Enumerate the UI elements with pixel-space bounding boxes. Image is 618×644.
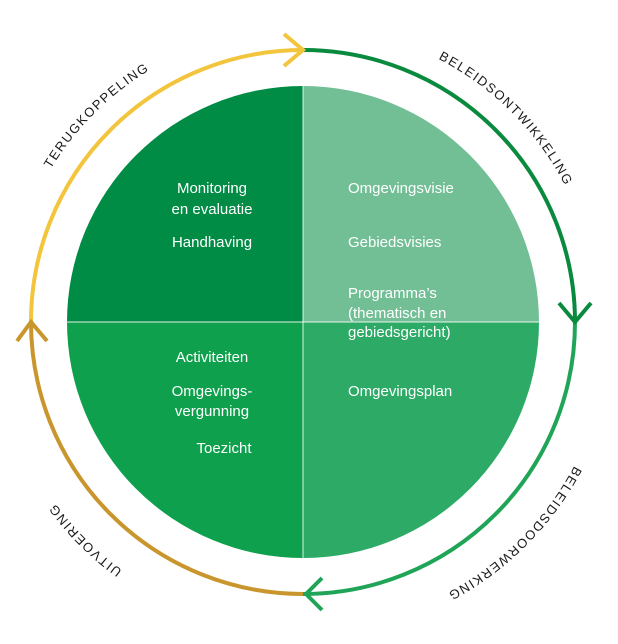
text-activiteiten: Activiteiten xyxy=(176,349,249,366)
text-vergunning: vergunning xyxy=(175,403,249,420)
arrowhead-left-icon xyxy=(15,318,49,343)
text-gebiedsgericht: gebiedsgericht) xyxy=(348,324,451,341)
arc-uitvoering xyxy=(29,321,304,596)
label-terugkoppeling: TERUGKOPPELING xyxy=(41,60,151,171)
text-thematisch-en: (thematisch en xyxy=(348,305,446,322)
arc-beleidsontwikkeling xyxy=(302,48,577,323)
text-toezicht: Toezicht xyxy=(196,440,252,457)
text-handhaving: Handhaving xyxy=(172,234,252,251)
text-programmas: Programma’s xyxy=(348,285,437,302)
arc-beleidsdoorwerking xyxy=(302,321,577,596)
text-en-evaluatie: en evaluatie xyxy=(172,201,253,218)
text-omgevingsplan: Omgevingsplan xyxy=(348,383,452,400)
arrowhead-right-icon xyxy=(557,301,593,326)
quadrant-bottom-right xyxy=(303,322,539,558)
arc-terugkoppeling xyxy=(29,48,304,323)
label-uitvoering: UITVOERING xyxy=(45,501,123,580)
text-omgevings: Omgevings- xyxy=(172,383,253,400)
text-omgevingsvisie: Omgevingsvisie xyxy=(348,180,454,197)
arrowhead-bottom-icon xyxy=(303,576,324,612)
svg-text:TERUGKOPPELING: TERUGKOPPELING xyxy=(41,60,152,171)
text-gebiedsvisies: Gebiedsvisies xyxy=(348,234,441,251)
arrowhead-top-icon xyxy=(282,32,307,68)
svg-text:UITVOERING: UITVOERING xyxy=(45,501,124,580)
text-monitoring: Monitoring xyxy=(177,180,247,197)
